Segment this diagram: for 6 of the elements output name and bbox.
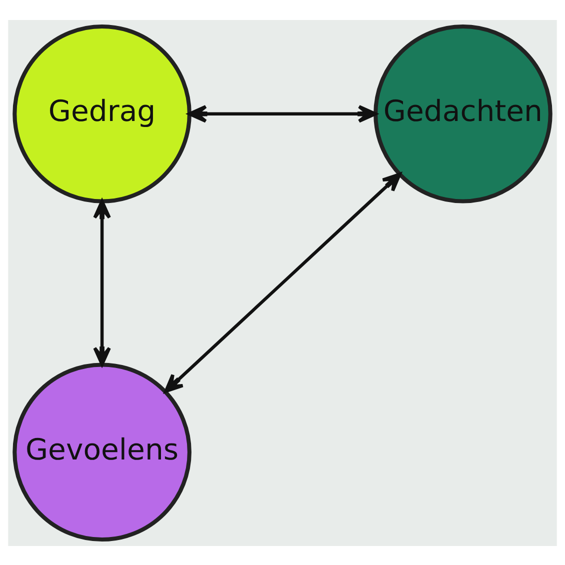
- arrow: [164, 172, 402, 392]
- arrow: [188, 104, 377, 122]
- node-circle: Gevoelens: [12, 362, 192, 542]
- arrow: [93, 199, 111, 366]
- node-circle: Gedrag: [12, 24, 192, 203]
- node-circle: Gedachten: [374, 24, 552, 203]
